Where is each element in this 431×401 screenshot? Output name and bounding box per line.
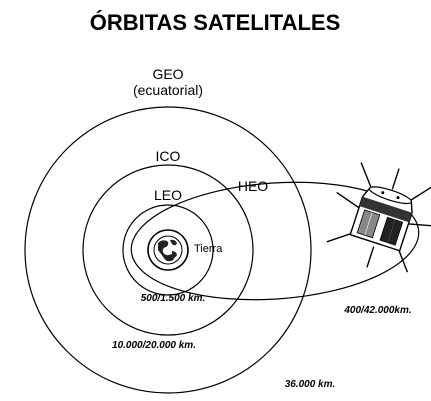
geo-label: GEO: [152, 66, 183, 82]
ico-distance: 10.000/20.000 km.: [112, 340, 196, 351]
earth-globe-icon: [147, 229, 189, 271]
geo-distance: 36.000 km.: [285, 379, 336, 390]
heo-distance: 400/42.000km.: [343, 305, 411, 316]
leo-orbit: [122, 204, 214, 296]
heo-label: HEO: [238, 178, 268, 194]
earth-label: Tierra: [194, 243, 223, 255]
geo-sublabel: (ecuatorial): [133, 82, 203, 98]
leo-label: LEO: [154, 187, 182, 203]
ico-label: ICO: [156, 148, 181, 164]
ico-orbit: [82, 164, 254, 336]
leo-distance: 500/1.500 km.: [141, 293, 206, 304]
satellite-icon: [326, 162, 431, 273]
diagram-title: ÓRBITAS SATELITALES: [90, 10, 341, 35]
heo-orbit: [130, 181, 420, 301]
geo-orbit: [24, 106, 312, 394]
